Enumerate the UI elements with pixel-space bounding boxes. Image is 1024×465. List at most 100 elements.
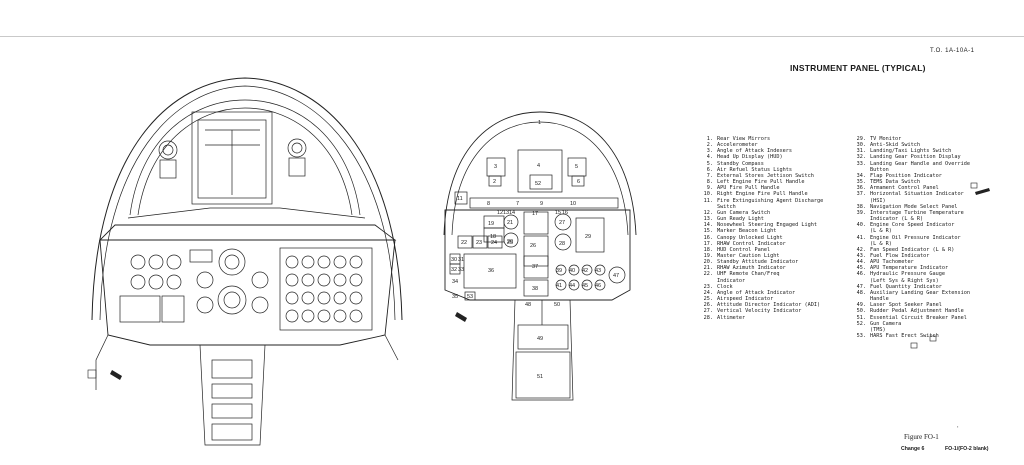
legend-item: 49.Laser Spot Seeker Panel (850, 302, 970, 308)
legend-item: Button (850, 167, 970, 173)
legend-item-label: HUD Control Panel (717, 246, 771, 253)
tms-icon (910, 342, 918, 349)
legend-item-number: 4. (706, 154, 713, 161)
callout-9: 9 (540, 201, 543, 207)
legend-item-label: Landing Gear Position Display (870, 154, 961, 161)
legend-item-label: (Left Sys & Right Sys) (870, 277, 939, 284)
legend-item: 6.Air Refuel Status Lights (697, 167, 823, 173)
legend-item: 39.Interstage Turbine Temperature (850, 210, 970, 216)
legend-item-label: Auxiliary Landing Gear Extension (870, 289, 970, 296)
legend-item-label: RHAW Azimuth Indicator (717, 265, 786, 272)
callout-1: 1 (538, 120, 541, 126)
legend-item-label: Button (870, 166, 889, 173)
callout-16: 16 (562, 210, 568, 216)
legend-item-label: Fuel Quantity Indicator (870, 283, 942, 290)
legend-item-label: Marker Beacon Light (717, 228, 777, 235)
callout-21: 21 (507, 220, 513, 226)
legend-item-number: 53. (856, 333, 866, 339)
legend-item-number: 15. (703, 228, 713, 235)
legend-item-number: 13. (703, 216, 713, 223)
legend-item: 28. Altimeter (697, 315, 823, 321)
legend-item-label: Altimeter (717, 314, 746, 321)
legend-item: 1.Rear View Mirrors (697, 136, 823, 142)
legend-item-number: 14. (703, 222, 713, 229)
legend-item: Indicator (L & R) (850, 216, 970, 222)
legend-item-label: Canopy Unlocked Light (717, 234, 783, 241)
legend-item-label: RHAW Control Indicator (717, 240, 786, 247)
legend-item: 51.Essential Circuit Breaker Panel (850, 315, 970, 321)
legend-item: 40.Engine Core Speed Indicator (850, 222, 970, 228)
callout-17: 17 (532, 211, 538, 217)
legend-item-label: Engine Oil Pressure Indicator (870, 234, 961, 241)
legend-item: 48. Auxiliary Landing Gear Extension (850, 290, 970, 296)
legend-item-label: Air Refuel Status Lights (717, 166, 792, 173)
legend-item-label: Landing/Taxi Lights Switch (870, 148, 952, 155)
legend-item-label: Horizontal Situation Indicator (870, 191, 964, 198)
legend-item: 42.Fan Speed Indicator (L & R) (850, 247, 970, 253)
legend-item-number: 45. (856, 265, 866, 272)
legend-item-label: TEMS Data Switch (870, 179, 920, 186)
callout-19: 19 (488, 221, 494, 227)
legend-item: 22.UHF Remote Chan/Freq (697, 271, 823, 277)
callout-14: 14 (509, 210, 515, 216)
legend-item-number: 48. (856, 289, 866, 296)
callout-7: 7 (516, 201, 519, 207)
legend-item: 12.Gun Camera Switch (697, 210, 823, 216)
callout-26: 26 (530, 243, 536, 249)
legend-item-number: 28. (703, 314, 713, 321)
legend-item: 19.Master Caution Light (697, 253, 823, 259)
legend-item: Handle (850, 296, 970, 302)
footnote-mark: ▪ (957, 424, 959, 429)
callout-31: 31 (458, 257, 464, 263)
legend-item: Indicator (697, 278, 823, 284)
legend-item: 2.Accelerometer (697, 142, 823, 148)
legend-item-number: 31. (856, 148, 866, 155)
legend-item: 30.Anti-Skid Switch (850, 142, 970, 148)
legend-item-label: APU Fire Pull Handle (717, 185, 780, 192)
legend-item-number: 43. (856, 252, 866, 259)
legend-item: 35.TEMS Data Switch (850, 179, 970, 185)
legend-item-number: 29. (856, 136, 866, 142)
callout-13: 13 (503, 210, 509, 216)
pointer-hand-icon (455, 312, 467, 322)
legend-item-label: Landing Gear Handle and Override (870, 160, 970, 167)
callout-36: 36 (488, 268, 494, 274)
legend-item-label: Attitude Director Indicator (ADI) (717, 302, 821, 309)
legend-item-label: Gun Camera (870, 320, 902, 327)
legend-item: 21. RHAW Azimuth Indicator (697, 265, 823, 271)
legend-item: 15. Marker Beacon Light (697, 228, 823, 234)
legend-item-number: 16. (703, 234, 713, 241)
legend-item: 50. Rudder Pedal Adjustment Handle (850, 308, 970, 314)
header-rule (0, 36, 1024, 37)
legend-item: 44.APU Tachometer (850, 259, 970, 265)
callout-41: 41 (556, 283, 562, 289)
legend-item-number: 1. (706, 136, 713, 142)
legend-item-label: Armament Control Panel (870, 185, 939, 192)
callout-15: 15 (555, 210, 561, 216)
callout-52: 52 (535, 181, 541, 187)
legend-item: 4.Head Up Display (HUD) (697, 154, 823, 160)
tems-switch-icon (87, 369, 97, 379)
legend-item-number: 5. (706, 160, 713, 167)
legend-item-number: 17. (703, 240, 713, 247)
legend-item: 17. RHAW Control Indicator (697, 241, 823, 247)
legend-item-number: 21. (703, 265, 713, 272)
change-number: Change 6 (901, 446, 925, 452)
legend-item: 16. Canopy Unlocked Light (697, 235, 823, 241)
callout-23: 23 (476, 240, 482, 246)
legend-item-number: 20. (703, 259, 713, 266)
callout-4: 4 (537, 163, 540, 169)
callout-5: 5 (575, 164, 578, 170)
legend-item: 10.Right Engine Fire Pull Handle (697, 191, 823, 197)
legend-item-number: 50. (856, 308, 866, 315)
legend-item-label: Handle (870, 296, 889, 303)
legend-item-label: Flap Position Indicator (870, 172, 942, 179)
legend-item: 5. Standby Compass (697, 161, 823, 167)
legend-item-label: Standby Compass (717, 160, 764, 167)
legend-item-label: Rudder Pedal Adjustment Handle (870, 308, 964, 315)
legend-item-number: 10. (703, 191, 713, 198)
callout-6: 6 (577, 179, 580, 185)
